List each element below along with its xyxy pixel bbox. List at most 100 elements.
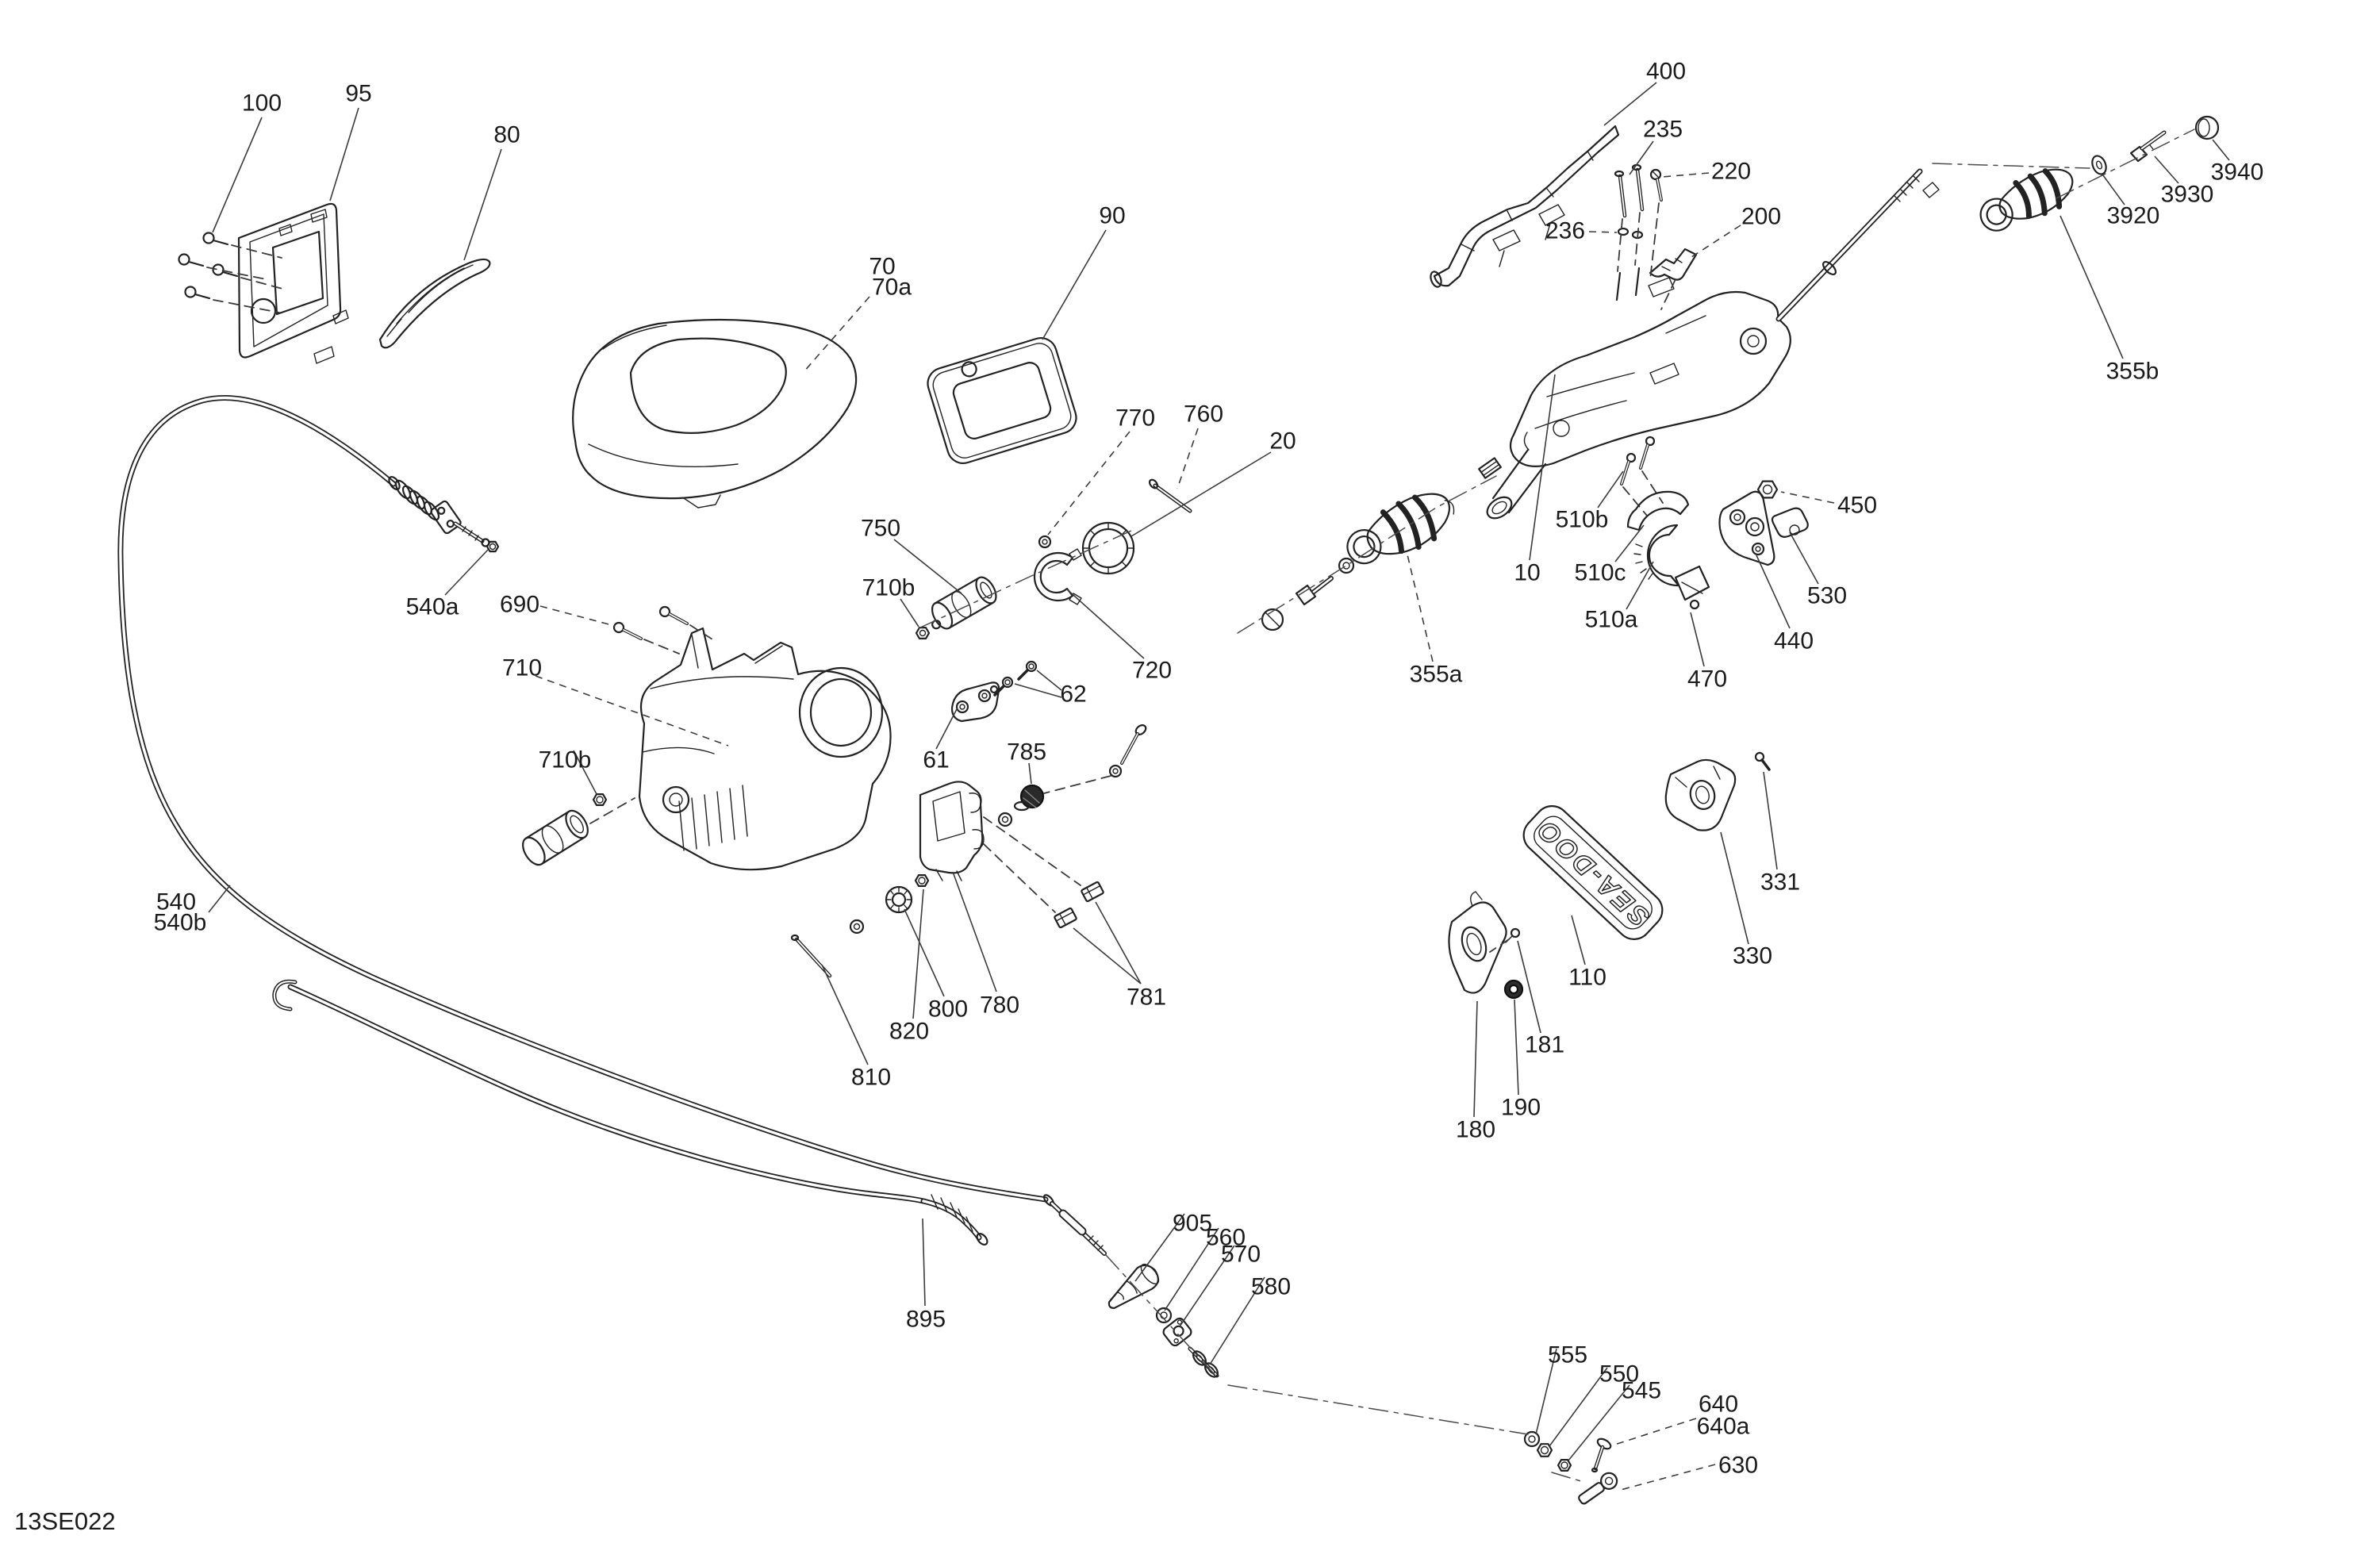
part-label-331: 331 (1760, 869, 1800, 896)
knob-800 (885, 885, 913, 914)
nut-710b-upper (915, 626, 931, 640)
leader-line-555 (1535, 1348, 1557, 1435)
leader-line-785 (1028, 762, 1032, 785)
part-label-200: 200 (1741, 204, 1781, 230)
part-label-10: 10 (1514, 560, 1540, 586)
clips-781 (983, 816, 1104, 929)
part-label-710b_u: 710b (862, 575, 916, 601)
part-clamp-lower-510a (1633, 524, 1680, 587)
washer-555 (1523, 1430, 1541, 1448)
leader-line-770 (1047, 431, 1130, 535)
sheet-code: 13SE022 (14, 1507, 116, 1535)
leader-line-510b (1597, 470, 1624, 509)
leader-line-750 (893, 539, 962, 594)
washer-for-355a (1338, 557, 1355, 574)
part-label-800: 800 (928, 996, 968, 1023)
part-label-905: 905 (1173, 1211, 1212, 1237)
seadoo-logo: SEA-DOO (1530, 813, 1655, 932)
part-label-355a: 355a (1410, 662, 1463, 688)
leader-line-510c (1614, 524, 1645, 562)
part-label-80: 80 (493, 122, 520, 148)
leader-line-100 (212, 117, 263, 233)
part-label-3930: 3930 (2161, 182, 2214, 208)
part-label-545: 545 (1622, 1378, 1661, 1404)
leader-line-470 (1690, 612, 1705, 667)
part-label-560: 560 (1206, 1225, 1246, 1251)
part-label-190: 190 (1501, 1095, 1541, 1121)
leader-line-640a (1609, 1418, 1697, 1447)
leader-line-450 (1780, 491, 1835, 504)
part-label-770: 770 (1115, 405, 1155, 432)
leader-line-61 (935, 707, 958, 750)
leader-line-80 (463, 148, 502, 261)
leader-line-760 (1177, 428, 1199, 489)
part-holder-780 (919, 781, 985, 881)
part-label-550: 550 (1599, 1361, 1639, 1388)
leader-line-710b_l (573, 750, 597, 795)
part-label-440: 440 (1774, 628, 1814, 654)
leader-line-905 (1134, 1213, 1185, 1282)
screws-62 (993, 660, 1038, 697)
leader-line-95 (329, 107, 359, 202)
screw-220 (1649, 168, 1663, 202)
leader-line-62 (1014, 683, 1062, 698)
part-label-330: 330 (1733, 943, 1772, 969)
part-bracket-470 (1674, 565, 1710, 610)
leader-line-3930 (2154, 155, 2179, 184)
leader-line-10 (1529, 374, 1556, 561)
part-trim-80 (378, 258, 491, 349)
leader-line-630 (1620, 1464, 1716, 1491)
nut-450 (1756, 480, 1779, 499)
part-gauge-support-95 (237, 202, 349, 364)
leader-line-710b_u (900, 598, 919, 628)
part-housing-710 (638, 627, 892, 871)
screws-510b (1620, 436, 1664, 516)
leader-line-3940 (2212, 139, 2230, 161)
part-label-720: 720 (1132, 658, 1172, 684)
part-label-235: 235 (1643, 117, 1683, 143)
leader-line-710 (535, 675, 729, 747)
part-label-510a: 510a (1585, 607, 1638, 633)
part-label-780: 780 (980, 992, 1019, 1019)
leader-line-90 (1042, 229, 1107, 340)
part-label-400: 400 (1646, 59, 1686, 85)
pin-760 (1148, 478, 1192, 513)
part-label-580: 580 (1251, 1274, 1291, 1300)
part-elbow-530 (1771, 507, 1809, 538)
part-bracket-440 (1718, 490, 1775, 566)
leader-line-331 (1763, 771, 1778, 870)
leader-line-220 (1661, 172, 1710, 178)
part-cylinder-750 (931, 576, 997, 630)
part-label-540a: 540a (406, 594, 459, 620)
pins-235 (1614, 163, 1645, 218)
nut-545 (1557, 1458, 1572, 1472)
part-label-630: 630 (1718, 1453, 1758, 1479)
leader-line-580 (1209, 1276, 1265, 1365)
part-label-180: 180 (1456, 1117, 1495, 1143)
parts-linework: SEA-DOO (117, 115, 2220, 1505)
leader-line-20 (1130, 451, 1272, 537)
leader-line-330 (1720, 831, 1749, 945)
leader-line-781 (1095, 901, 1142, 985)
knob-785-target (997, 784, 1045, 827)
part-bushing (522, 809, 589, 866)
leader-line-355b (2059, 215, 2124, 359)
leader-line-690 (539, 605, 616, 627)
part-label-710: 710 (502, 655, 542, 681)
washer-560 (1155, 1307, 1173, 1324)
screws-100 (178, 232, 286, 313)
leader-line-895 (922, 1218, 926, 1307)
leader-line-3920 (2102, 175, 2125, 205)
part-housing-330 (1664, 758, 1737, 831)
washer-770 (1038, 535, 1052, 549)
axis-lines (918, 163, 2090, 1483)
part-label-710b_l: 710b (539, 747, 592, 773)
part-bracket-61 (950, 681, 1000, 723)
part-label-62: 62 (1060, 681, 1086, 708)
part-label-820: 820 (889, 1019, 929, 1045)
leader-line-510a (1626, 561, 1654, 610)
nut-710b-lower (592, 793, 608, 807)
leader-line-570 (1179, 1245, 1235, 1327)
screws-690 (612, 605, 713, 654)
bolt-for-355a (1295, 576, 1334, 606)
